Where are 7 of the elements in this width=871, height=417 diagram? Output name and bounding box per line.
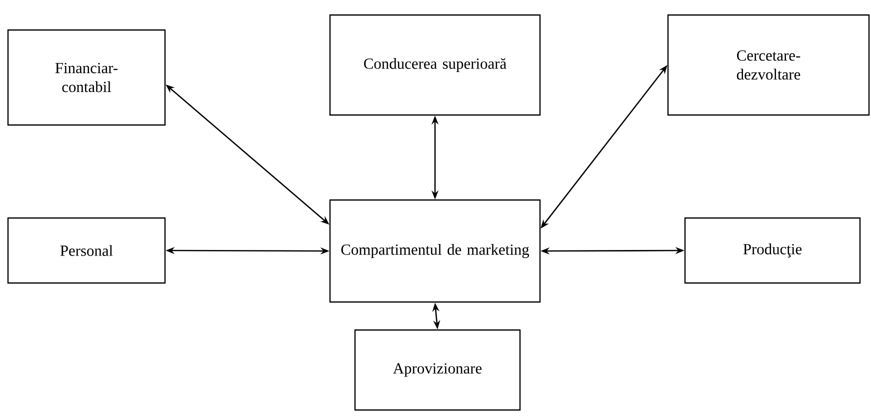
process-box: Personal — [7, 217, 166, 284]
process-box: Financiar-contabil — [7, 29, 166, 126]
process-box: Cercetare-dezvoltare — [667, 14, 870, 116]
process-box: Compartimentul de marketing — [329, 199, 541, 303]
process-box: Conducerea superioară — [329, 14, 541, 116]
process-box: Aprovizionare — [354, 329, 521, 411]
process-box: Producţie — [684, 217, 861, 284]
